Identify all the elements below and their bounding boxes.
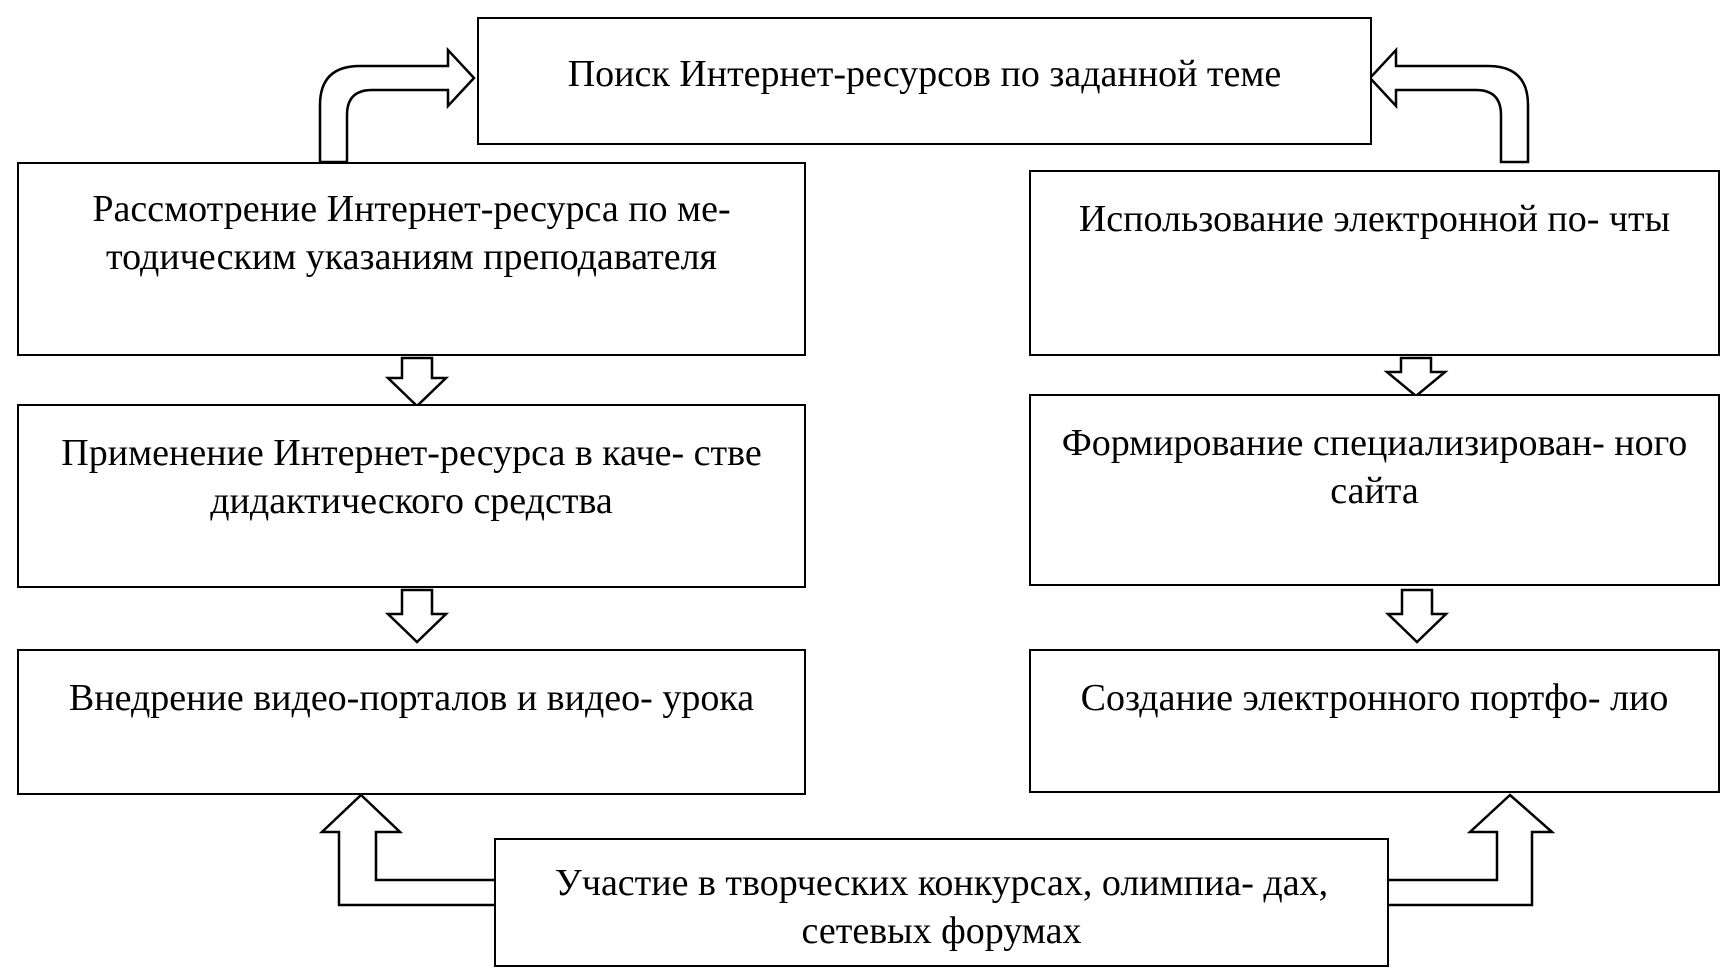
curved-arrow-top-right [1368,46,1530,164]
box-participation-label: Участие в творческих конкурсах, олимпиа-… [554,862,1329,952]
box-search-resources-label: Поиск Интернет-ресурсов по заданной теме [567,53,1282,95]
down-arrow-right-1 [1383,356,1449,398]
box-left-3-label: Внедрение видео-порталов и видео- урока [68,677,755,719]
elbow-arrow-bottom-right [1384,793,1556,907]
down-arrow-right-2 [1384,588,1450,644]
box-participation: Участие в творческих конкурсах, олимпиа-… [494,838,1389,967]
box-right-1-label: Использование электронной по- чты [1078,198,1671,240]
box-left-1-label: Рассмотрение Интернет-ресурса по ме- тод… [92,188,731,278]
down-arrow-left-1 [384,356,450,408]
box-search-resources: Поиск Интернет-ресурсов по заданной теме [477,17,1372,145]
elbow-arrow-bottom-left [318,793,498,907]
box-right-2: Формирование специализирован- ного сайта [1029,394,1720,586]
down-arrow-left-2 [384,588,450,644]
box-left-1: Рассмотрение Интернет-ресурса по ме- тод… [17,162,806,356]
box-right-2-label: Формирование специализирован- ного сайта [1061,422,1688,512]
curved-arrow-top-left [318,46,476,164]
box-left-3: Внедрение видео-порталов и видео- урока [17,649,806,795]
box-right-1: Использование электронной по- чты [1029,170,1720,356]
box-left-2: Применение Интернет-ресурса в каче- стве… [17,404,806,588]
box-left-2-label: Применение Интернет-ресурса в каче- стве… [61,432,762,522]
box-right-3-label: Создание электронного портфо- лио [1080,677,1669,719]
box-right-3: Создание электронного портфо- лио [1029,649,1720,793]
